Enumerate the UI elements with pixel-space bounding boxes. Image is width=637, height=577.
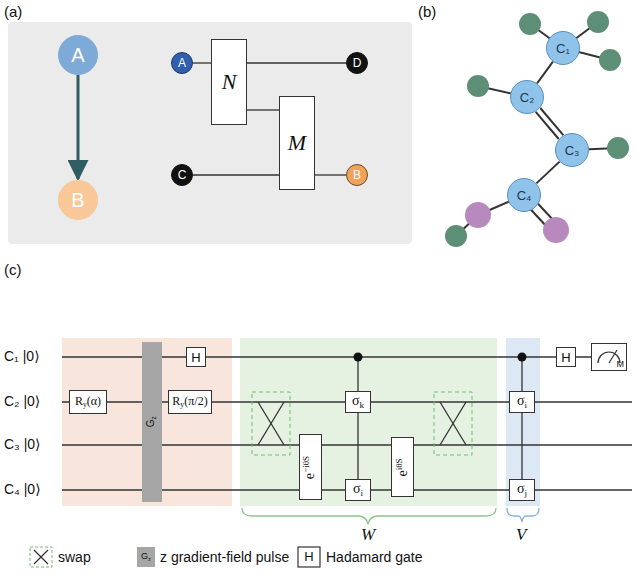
gate-box: H: [556, 347, 576, 367]
legend-text: swap: [58, 550, 91, 564]
node-label: H: [561, 351, 570, 364]
swap-symbol: [252, 392, 472, 455]
node-label: C: [178, 169, 187, 181]
wire: [521, 413, 522, 479]
node-label: M: [288, 132, 306, 154]
node-label: D: [353, 57, 362, 69]
molecule-bonds: [456, 22, 618, 236]
node-label: C₂: [520, 91, 534, 104]
gate-box: σj: [509, 479, 535, 501]
operator-label: W: [361, 526, 375, 543]
gate-box: Ry(π/2): [168, 390, 212, 414]
wire: [315, 174, 346, 175]
node-label: Ry(α): [75, 395, 101, 409]
gate-box: eiθS: [391, 437, 414, 497]
node-label: H: [191, 351, 200, 364]
measurement-box: M: [591, 343, 627, 371]
qubit-label: C₂ |0⟩: [4, 394, 40, 408]
qubit-label: C₄ |0⟩: [4, 482, 41, 496]
node-label: N: [222, 71, 237, 93]
node-label: M: [617, 360, 625, 369]
node-label: σk: [352, 394, 364, 410]
node-label: A: [71, 45, 84, 65]
arrow: [77, 75, 80, 179]
bond-line: [536, 162, 559, 184]
gate-box: σk: [345, 391, 371, 413]
atom-circle: D: [346, 52, 368, 74]
wire: [193, 174, 279, 175]
legend-text: Hadamard gate: [326, 550, 423, 564]
node-label: σj: [517, 482, 527, 498]
wire: [247, 62, 346, 63]
gate-box: e−iθS: [299, 434, 322, 500]
bond-line: [537, 62, 553, 84]
atom-circle: C₁: [546, 31, 580, 65]
node-label: B: [353, 169, 361, 181]
panel-label: (a): [4, 4, 22, 19]
qubit-label: C₃ |0⟩: [4, 437, 41, 451]
node-label: σi: [517, 394, 527, 410]
atom-circle: C₄: [507, 178, 541, 212]
legend-symbol-text: Gz: [141, 552, 151, 563]
gate-box: σi: [345, 479, 371, 501]
atom-circle: C: [171, 164, 193, 186]
atom-circle: C₃: [555, 133, 589, 167]
wire: [247, 109, 279, 110]
legend-text: z gradient-field pulse: [160, 550, 289, 564]
node-label: C₄: [517, 189, 532, 202]
legend-hadamard-box: [298, 547, 320, 567]
node-label: Ry(π/2): [172, 395, 207, 409]
prep-region: [62, 338, 232, 506]
gate-box: σi: [509, 391, 535, 413]
v-region: [506, 338, 540, 506]
gate-box: Gz: [142, 342, 162, 502]
node-label: Gz: [146, 416, 157, 427]
control-dot: [354, 353, 527, 392]
gate-box: H: [186, 347, 206, 367]
atom-circle: A: [171, 52, 193, 74]
w-region: [240, 338, 497, 506]
gate-box: M: [279, 96, 315, 190]
panel-background: [8, 22, 412, 244]
brace: [507, 508, 539, 522]
wire: [193, 62, 211, 63]
atom-circle: C₂: [510, 80, 544, 114]
molecule-atoms: [445, 11, 629, 247]
legend-symbol-text: H: [304, 550, 313, 563]
node-label: B: [71, 190, 84, 210]
atom-circle: A: [58, 35, 98, 75]
bond-line: [536, 108, 564, 139]
atom-circle: B: [346, 164, 368, 186]
node-label: σi: [353, 482, 363, 498]
node-label: eiθS: [394, 458, 409, 476]
node-label: C₁: [556, 42, 570, 55]
node-label: A: [178, 57, 186, 69]
brace: [242, 508, 496, 524]
panel-label: (c): [4, 262, 22, 277]
panel-label: (b): [418, 4, 436, 19]
operator-label: V: [516, 526, 526, 543]
gate-box: Ry(α): [69, 390, 107, 414]
qubit-label: C₁ |0⟩: [4, 349, 40, 363]
node-label: e−iθS: [303, 455, 318, 478]
legend-swap-symbol: [30, 547, 52, 567]
atom-circle: B: [58, 180, 98, 220]
node-label: C₃: [565, 144, 580, 157]
gate-box: N: [211, 39, 247, 125]
wire: [357, 413, 358, 479]
